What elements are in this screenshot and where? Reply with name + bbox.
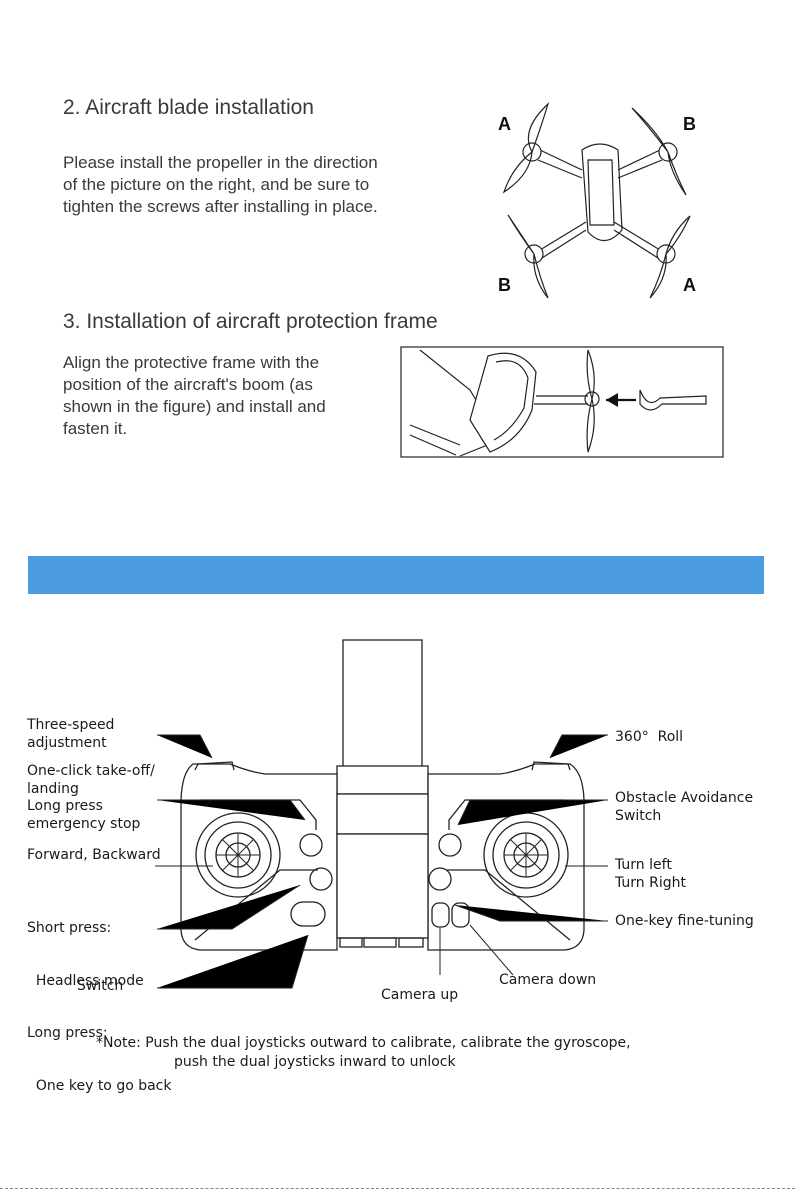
prop-label-bottom-left: B (498, 275, 511, 295)
label-line: adjustment (27, 734, 107, 751)
section-3-line: fasten it. (63, 419, 128, 438)
label-obstacle-avoidance: Obstacle Avoidance Switch (615, 790, 753, 825)
label-line: Short press: (27, 920, 112, 936)
label-three-speed: Three-speed adjustment (27, 717, 114, 752)
section-3-line: Align the protective frame with the (63, 353, 320, 372)
label-line: Three-speed (27, 717, 115, 733)
label-line: Obstacle Avoidance (615, 790, 754, 806)
prop-label-top-left: A (498, 114, 511, 134)
label-line: Turn Right (615, 874, 686, 891)
label-fine-tuning: One-key fine-tuning (615, 913, 754, 929)
label-turn: Turn left Turn Right (615, 857, 686, 892)
label-switch: Switch (77, 978, 124, 994)
section-2-text: Please install the propeller in the dire… (63, 152, 443, 218)
label-roll: 360° Roll (615, 729, 684, 745)
label-line: Switch (615, 807, 662, 824)
page-bottom-edge (0, 1188, 795, 1193)
label-line: Long press: (27, 1025, 108, 1041)
section-3-line: position of the aircraft's boom (as (63, 375, 313, 394)
label-short-press: Short press: Headless mode Long press: O… (27, 885, 172, 1113)
section-3-title: 3. Installation of aircraft protection f… (63, 310, 438, 333)
section-2-line: of the picture on the right, and be sure… (63, 175, 370, 194)
section-header-band (28, 556, 764, 594)
label-camera-down: Camera down (499, 972, 597, 988)
label-line: Turn left (615, 857, 672, 873)
prop-label-top-right: B (683, 114, 696, 134)
section-2-line: tighten the screws after installing in p… (63, 197, 378, 216)
section-3-line: shown in the figure) and install and (63, 397, 326, 416)
section-2-title: 2. Aircraft blade installation (63, 96, 314, 119)
label-forward-backward: Forward, Backward (27, 847, 161, 863)
prop-label-bottom-right: A (683, 275, 696, 295)
label-line: One-click take-off/ (27, 763, 155, 779)
label-line: One key to go back (27, 1077, 172, 1094)
calibration-note-line-1: *Note: Push the dual joysticks outward t… (96, 1035, 631, 1051)
label-line: emergency stop (27, 815, 141, 832)
calibration-note-line-2: push the dual joysticks inward to unlock (174, 1054, 456, 1070)
label-line: Long press (27, 798, 103, 814)
label-line: Headless mode (27, 972, 144, 989)
label-line: landing (27, 780, 79, 797)
section-2-line: Please install the propeller in the dire… (63, 153, 378, 172)
label-camera-up: Camera up (381, 987, 459, 1003)
label-takeoff: One-click take-off/ landing Long press e… (27, 763, 155, 833)
section-3-text: Align the protective frame with the posi… (63, 352, 383, 440)
